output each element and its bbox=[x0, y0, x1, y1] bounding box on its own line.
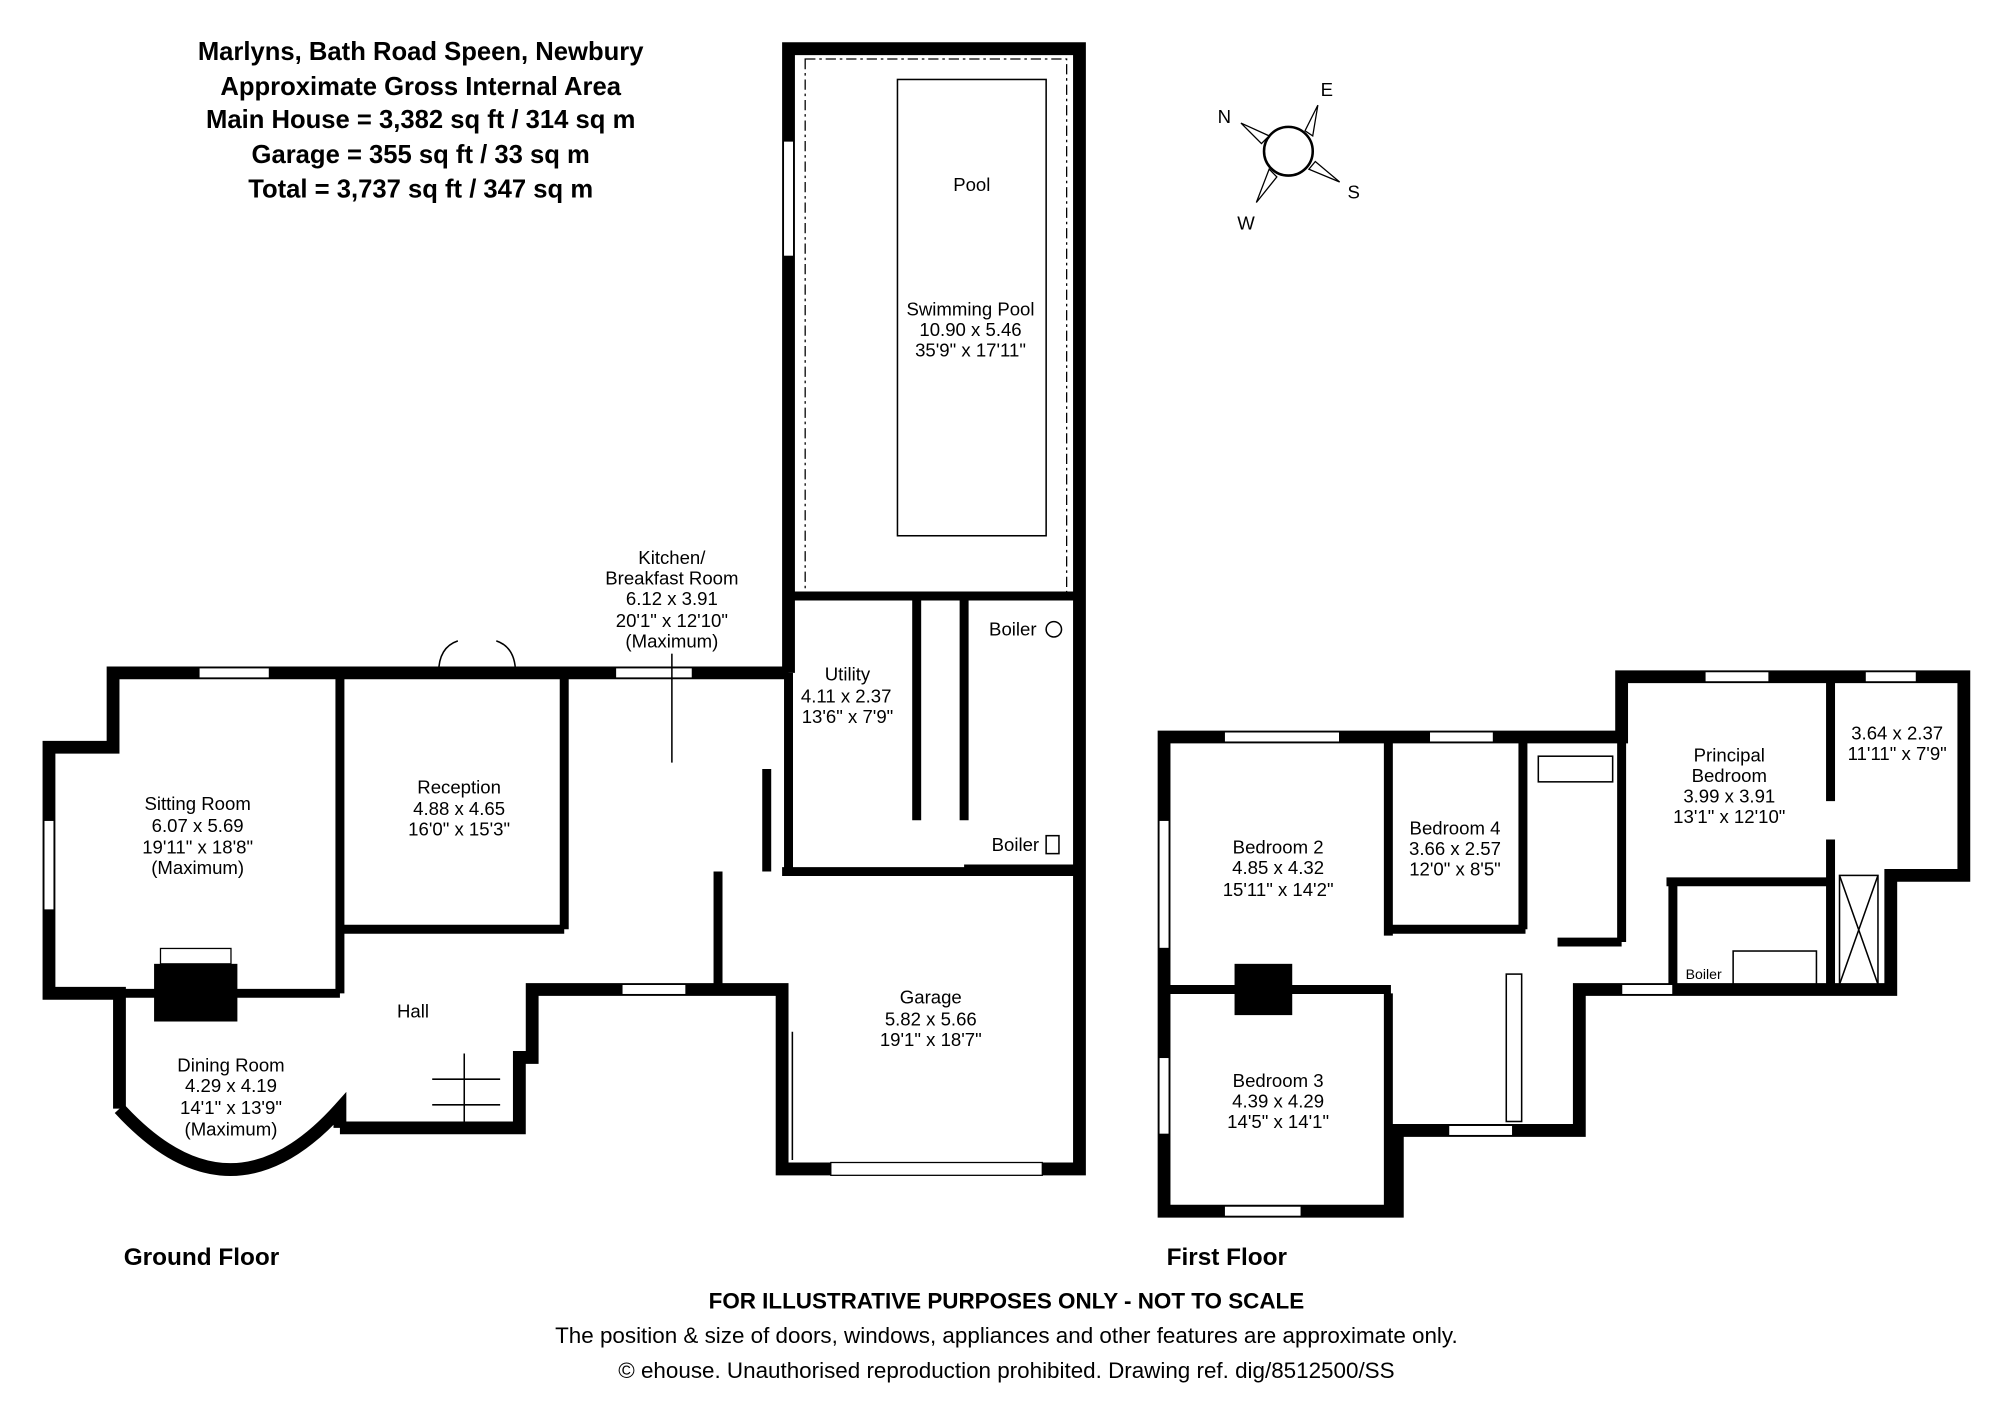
kitchen-name-line1: Kitchen/ bbox=[638, 547, 706, 568]
principal-bedroom-name-line2: Bedroom bbox=[1692, 765, 1767, 786]
total-area: Total = 3,737 sq ft / 347 sq m bbox=[248, 175, 593, 203]
utility-name: Utility bbox=[825, 664, 871, 685]
area-subtitle: Approximate Gross Internal Area bbox=[220, 73, 621, 101]
compass-south: S bbox=[1348, 182, 1360, 203]
boiler-label: Boiler bbox=[1686, 966, 1722, 982]
sitting-room-name: Sitting Room bbox=[144, 793, 250, 814]
ground-floor-plan bbox=[42, 42, 1086, 1176]
copyright-note: © ehouse. Unauthorised reproduction proh… bbox=[618, 1358, 1394, 1383]
kitchen-note: (Maximum) bbox=[625, 630, 718, 651]
bedroom-2-imperial: 15'11" x 14'2" bbox=[1223, 879, 1334, 900]
sitting-room-metric: 6.07 x 5.69 bbox=[152, 815, 244, 836]
disclaimer: FOR ILLUSTRATIVE PURPOSES ONLY - NOT TO … bbox=[709, 1289, 1305, 1314]
boiler-label: Boiler bbox=[989, 619, 1037, 640]
compass-north: N bbox=[1218, 106, 1231, 127]
reception-imperial: 16'0" x 15'3" bbox=[408, 819, 510, 840]
bedroom-4-metric: 3.66 x 2.57 bbox=[1409, 838, 1501, 859]
bedroom-2-name: Bedroom 2 bbox=[1233, 837, 1324, 858]
compass-icon: N E S W bbox=[1218, 79, 1360, 233]
bedroom-4-name: Bedroom 4 bbox=[1410, 817, 1501, 838]
first-floor-plan bbox=[1157, 670, 1971, 1218]
garage-name: Garage bbox=[900, 987, 962, 1008]
first-floor-label: First Floor bbox=[1167, 1244, 1288, 1271]
dining-room-note: (Maximum) bbox=[185, 1119, 278, 1140]
pool-outline bbox=[896, 78, 1047, 537]
principal-bedroom-metric: 3.99 x 3.91 bbox=[1683, 785, 1775, 806]
kitchen-metric: 6.12 x 3.91 bbox=[626, 588, 718, 609]
sitting-room-note: (Maximum) bbox=[151, 857, 244, 878]
dining-room-imperial: 14'1" x 13'9" bbox=[180, 1097, 282, 1118]
principal-bedroom-imperial: 13'1" x 12'10" bbox=[1673, 806, 1785, 827]
kitchen-imperial: 20'1" x 12'10" bbox=[616, 610, 728, 631]
boiler-label: Boiler bbox=[992, 834, 1040, 855]
dressing-room-imperial: 11'11" x 7'9" bbox=[1848, 743, 1947, 764]
dining-room-metric: 4.29 x 4.19 bbox=[185, 1075, 277, 1096]
hall-label: Hall bbox=[397, 1001, 429, 1022]
utility-imperial: 13'6" x 7'9" bbox=[802, 706, 894, 727]
bedroom-3-metric: 4.39 x 4.29 bbox=[1232, 1090, 1324, 1111]
compass-east: E bbox=[1321, 79, 1333, 100]
principal-bedroom-name-line1: Principal bbox=[1694, 744, 1765, 765]
swimming-pool-name: Swimming Pool bbox=[907, 298, 1035, 319]
approximation-note: The position & size of doors, windows, a… bbox=[555, 1323, 1458, 1348]
sitting-room-imperial: 19'11" x 18'8" bbox=[142, 837, 253, 858]
reception-name: Reception bbox=[417, 776, 501, 797]
compass-west: W bbox=[1237, 212, 1255, 233]
garage-imperial: 19'1" x 18'7" bbox=[880, 1029, 982, 1050]
utility-metric: 4.11 x 2.37 bbox=[801, 685, 892, 706]
bedroom-3-name: Bedroom 3 bbox=[1233, 1070, 1324, 1091]
kitchen-name-line2: Breakfast Room bbox=[605, 567, 738, 588]
bedroom-3-imperial: 14'5" x 14'1" bbox=[1227, 1111, 1329, 1132]
reception-metric: 4.88 x 4.65 bbox=[413, 798, 505, 819]
dressing-room-metric: 3.64 x 2.37 bbox=[1851, 723, 1943, 744]
area-summary: Marlyns, Bath Road Speen, Newbury Approx… bbox=[198, 38, 644, 203]
garage-metric: 5.82 x 5.66 bbox=[885, 1008, 977, 1029]
garage-area: Garage = 355 sq ft / 33 sq m bbox=[252, 141, 590, 169]
bedroom-4-imperial: 12'0" x 8'5" bbox=[1409, 858, 1501, 879]
property-title: Marlyns, Bath Road Speen, Newbury bbox=[198, 38, 644, 66]
dining-room-name: Dining Room bbox=[177, 1055, 284, 1076]
main-house-area: Main House = 3,382 sq ft / 314 sq m bbox=[206, 106, 635, 134]
pool-label: Pool bbox=[953, 174, 990, 195]
swimming-pool-metric: 10.90 x 5.46 bbox=[919, 319, 1021, 340]
bedroom-2-metric: 4.85 x 4.32 bbox=[1232, 857, 1324, 878]
swimming-pool-imperial: 35'9" x 17'11" bbox=[915, 339, 1026, 360]
ground-floor-label: Ground Floor bbox=[124, 1244, 280, 1271]
